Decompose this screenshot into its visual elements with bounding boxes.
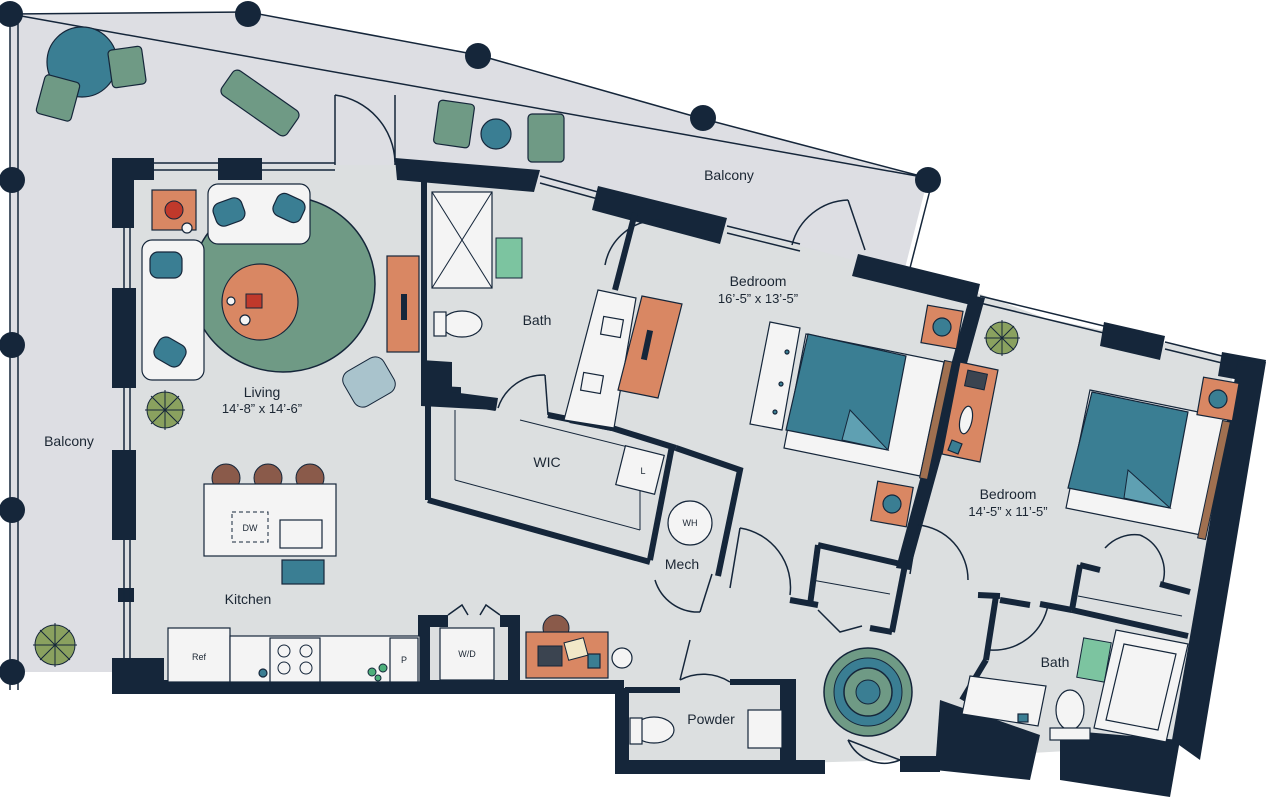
closet-rods: [811, 579, 1183, 617]
windows: [123, 162, 1223, 658]
pantry-label: P: [401, 655, 407, 665]
kitchen-label: Kitchen: [225, 591, 272, 607]
bedroom-2-furniture: [941, 361, 1240, 541]
mech-fixtures: [667, 500, 713, 546]
sink-icon: [747, 709, 783, 749]
refrigerator-icon: [167, 627, 231, 683]
bath-bench-icon: [617, 295, 683, 399]
linen-label: L: [640, 466, 645, 476]
bath-2-label: Bath: [1041, 654, 1070, 670]
powder-fixtures: [629, 709, 783, 749]
dishwasher-label: DW: [243, 523, 258, 533]
main-bath-fixtures: [431, 191, 683, 429]
washer-dryer-label: W/D: [458, 649, 476, 659]
dresser-icon: [749, 321, 801, 431]
pillow-icon: [149, 251, 183, 279]
armchair-icon: [342, 356, 396, 408]
bath-2-fixtures: [961, 629, 1189, 743]
dishwasher-outline: [231, 511, 269, 543]
balcony-railing: [9, 11, 929, 179]
washer-dryer-icon: [439, 627, 495, 681]
patio-chair-icon: [107, 45, 147, 89]
balcony-railing-end: [909, 189, 931, 269]
laptop-icon: [537, 645, 563, 667]
bedroom-2-label: Bedroom: [980, 486, 1037, 502]
balcony-label: Balcony: [704, 167, 754, 183]
patio-chair-icon: [527, 113, 565, 163]
refrigerator-label: Ref: [192, 652, 207, 662]
pillow-icon: [153, 336, 187, 368]
wic-label: WIC: [533, 454, 560, 470]
water-heater-icon: [667, 500, 713, 546]
bath-mat: [1076, 637, 1112, 683]
exterior-walls: [112, 158, 1266, 797]
bedroom-1-label: Bedroom: [730, 273, 787, 289]
powder-label: Powder: [687, 711, 735, 727]
patio-chair-icon: [35, 74, 81, 122]
bedroom-1-dims: 16’-5” x 13’-5”: [718, 291, 798, 306]
bedroom-2-dims: 14’-5” x 11’-5”: [968, 504, 1047, 519]
balcony-columns: [0, 1, 941, 685]
kitchen-furniture: [167, 463, 495, 683]
plant-icon: [145, 390, 185, 430]
bath-mat: [495, 237, 523, 279]
pillow-icon: [272, 192, 306, 224]
balcony-label: Balcony: [44, 433, 94, 449]
plants: [33, 320, 1020, 667]
kitchen-mat: [281, 559, 325, 585]
bath-label: Bath: [523, 312, 552, 328]
patio-chair-icon: [433, 99, 475, 149]
hall-rug: [823, 647, 913, 737]
living-dims: 14’-8” x 14’-6”: [222, 401, 302, 416]
desk-furniture: [525, 614, 633, 679]
side-table-icon: [480, 118, 512, 150]
cooktop-icon: [269, 637, 321, 683]
wic-shelving: [454, 410, 665, 531]
bedroom-1-furniture: [749, 304, 964, 528]
plant-icon: [984, 320, 1020, 356]
headboard: [1197, 419, 1231, 541]
plant-icon: [33, 623, 77, 667]
living-furniture: [141, 183, 420, 408]
headboard: [919, 359, 953, 481]
sink-icon: [279, 519, 323, 549]
pantry-icon: [389, 637, 419, 683]
toilet-icon: [441, 310, 483, 338]
toilet-icon: [1055, 689, 1085, 731]
pillow-icon: [212, 197, 246, 227]
living-label: Living: [244, 384, 281, 400]
mech-label: Mech: [665, 556, 699, 572]
balcony-furniture: [35, 26, 565, 163]
linen-closet: [615, 445, 665, 495]
lounge-chair-icon: [220, 69, 300, 137]
water-heater-label: WH: [683, 518, 698, 528]
doors: [334, 94, 1165, 764]
